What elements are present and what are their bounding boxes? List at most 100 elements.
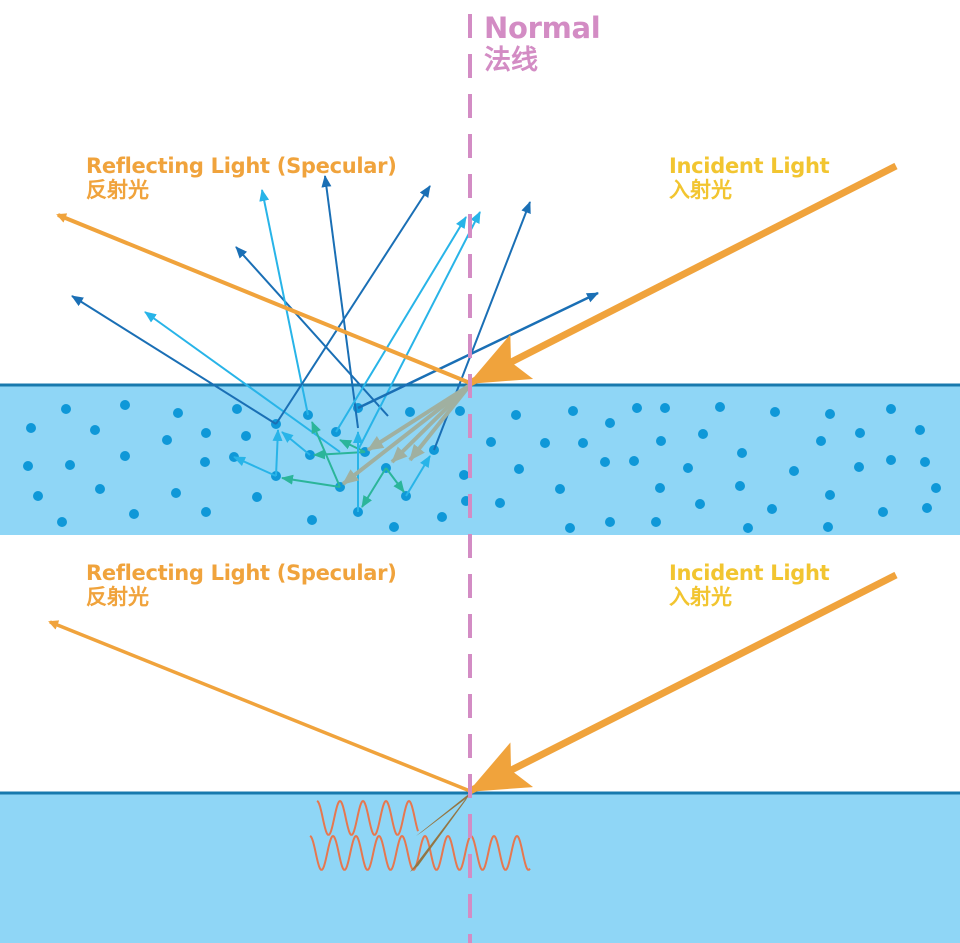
particle xyxy=(26,423,36,433)
internal-ray xyxy=(341,383,472,486)
internal-ray xyxy=(281,474,341,488)
reflect-label-zh: 反射光 xyxy=(86,585,149,610)
particle xyxy=(232,404,242,414)
scatter-ray xyxy=(335,216,467,433)
particle xyxy=(578,438,588,448)
particle xyxy=(886,455,896,465)
wave-lower xyxy=(309,834,531,871)
particle xyxy=(201,428,211,438)
lower-incident-beam xyxy=(468,571,898,795)
internal-ray xyxy=(313,449,366,460)
particle xyxy=(605,517,615,527)
internal-rays xyxy=(233,383,472,512)
particle xyxy=(770,407,780,417)
particle xyxy=(886,404,896,414)
reflect-label-en: Reflecting Light (Specular) xyxy=(86,154,397,178)
refracted-beam-1 xyxy=(416,793,470,836)
internal-ray xyxy=(408,383,472,462)
particle xyxy=(495,498,505,508)
particle xyxy=(816,436,826,446)
particle xyxy=(90,425,100,435)
particle xyxy=(915,425,925,435)
scatter-ray xyxy=(357,211,481,451)
particle xyxy=(389,522,399,532)
particle xyxy=(307,515,317,525)
particle xyxy=(737,448,747,458)
particle xyxy=(920,457,930,467)
particle xyxy=(565,523,575,533)
internal-ray xyxy=(311,421,341,488)
particle xyxy=(660,403,670,413)
particle xyxy=(715,402,725,412)
scatter-ray xyxy=(321,175,359,429)
particle xyxy=(767,504,777,514)
internal-ray xyxy=(361,467,387,508)
particle xyxy=(695,499,705,509)
scatter-ray xyxy=(259,189,309,416)
particle xyxy=(129,509,139,519)
incident-label-en: Incident Light xyxy=(669,154,830,178)
particle xyxy=(600,457,610,467)
refracted-beam-2 xyxy=(410,793,470,872)
scatter-ray xyxy=(275,185,431,425)
internal-ray xyxy=(405,455,431,497)
particle xyxy=(855,428,865,438)
particle xyxy=(162,435,172,445)
internal-ray xyxy=(366,383,472,452)
upper-incident-beam xyxy=(468,162,898,387)
particle xyxy=(878,507,888,517)
particle xyxy=(65,460,75,470)
internal-ray xyxy=(390,383,472,464)
particle xyxy=(825,490,835,500)
particle xyxy=(922,503,932,513)
scatter-ray xyxy=(144,311,341,453)
upper-reflect-label: Reflecting Light (Specular) 反射光 xyxy=(86,154,397,202)
particle xyxy=(555,484,565,494)
particle xyxy=(57,517,67,527)
particle xyxy=(120,400,130,410)
particle xyxy=(437,512,447,522)
incident-label-zh: 入射光 xyxy=(669,178,732,203)
particle xyxy=(252,492,262,502)
particle xyxy=(931,483,941,493)
particle xyxy=(651,517,661,527)
normal-label-zh: 法线 xyxy=(484,45,538,77)
particle xyxy=(201,507,211,517)
particle xyxy=(120,451,130,461)
internal-ray xyxy=(281,431,311,456)
particle xyxy=(173,408,183,418)
particle xyxy=(735,481,745,491)
particle xyxy=(241,431,251,441)
normal-label-en: Normal xyxy=(484,11,601,45)
lower-incident-label: Incident Light 入射光 xyxy=(669,561,830,609)
scatter-ray xyxy=(71,295,277,425)
particle xyxy=(455,406,465,416)
particle xyxy=(61,404,71,414)
incident-label-en: Incident Light xyxy=(669,561,830,585)
particle xyxy=(568,406,578,416)
particle xyxy=(459,470,469,480)
reflect-label-en: Reflecting Light (Specular) xyxy=(86,561,397,585)
lower-reflect-label: Reflecting Light (Specular) 反射光 xyxy=(86,561,397,609)
particle xyxy=(511,410,521,420)
internal-ray xyxy=(385,467,405,493)
particle xyxy=(823,522,833,532)
particle xyxy=(825,409,835,419)
normal-label: Normal 法线 xyxy=(484,11,601,77)
upper-medium xyxy=(0,385,960,535)
particle xyxy=(743,523,753,533)
particle xyxy=(656,436,666,446)
particle xyxy=(95,484,105,494)
particle xyxy=(23,461,33,471)
particle xyxy=(629,456,639,466)
internal-ray xyxy=(233,456,277,477)
particle xyxy=(171,488,181,498)
reflect-label-zh: 反射光 xyxy=(86,178,149,203)
particle xyxy=(405,407,415,417)
internal-ray xyxy=(339,439,366,453)
particle xyxy=(683,463,693,473)
upper-reflected-beam xyxy=(56,213,471,385)
particle xyxy=(655,483,665,493)
absorption-waves xyxy=(309,799,531,871)
